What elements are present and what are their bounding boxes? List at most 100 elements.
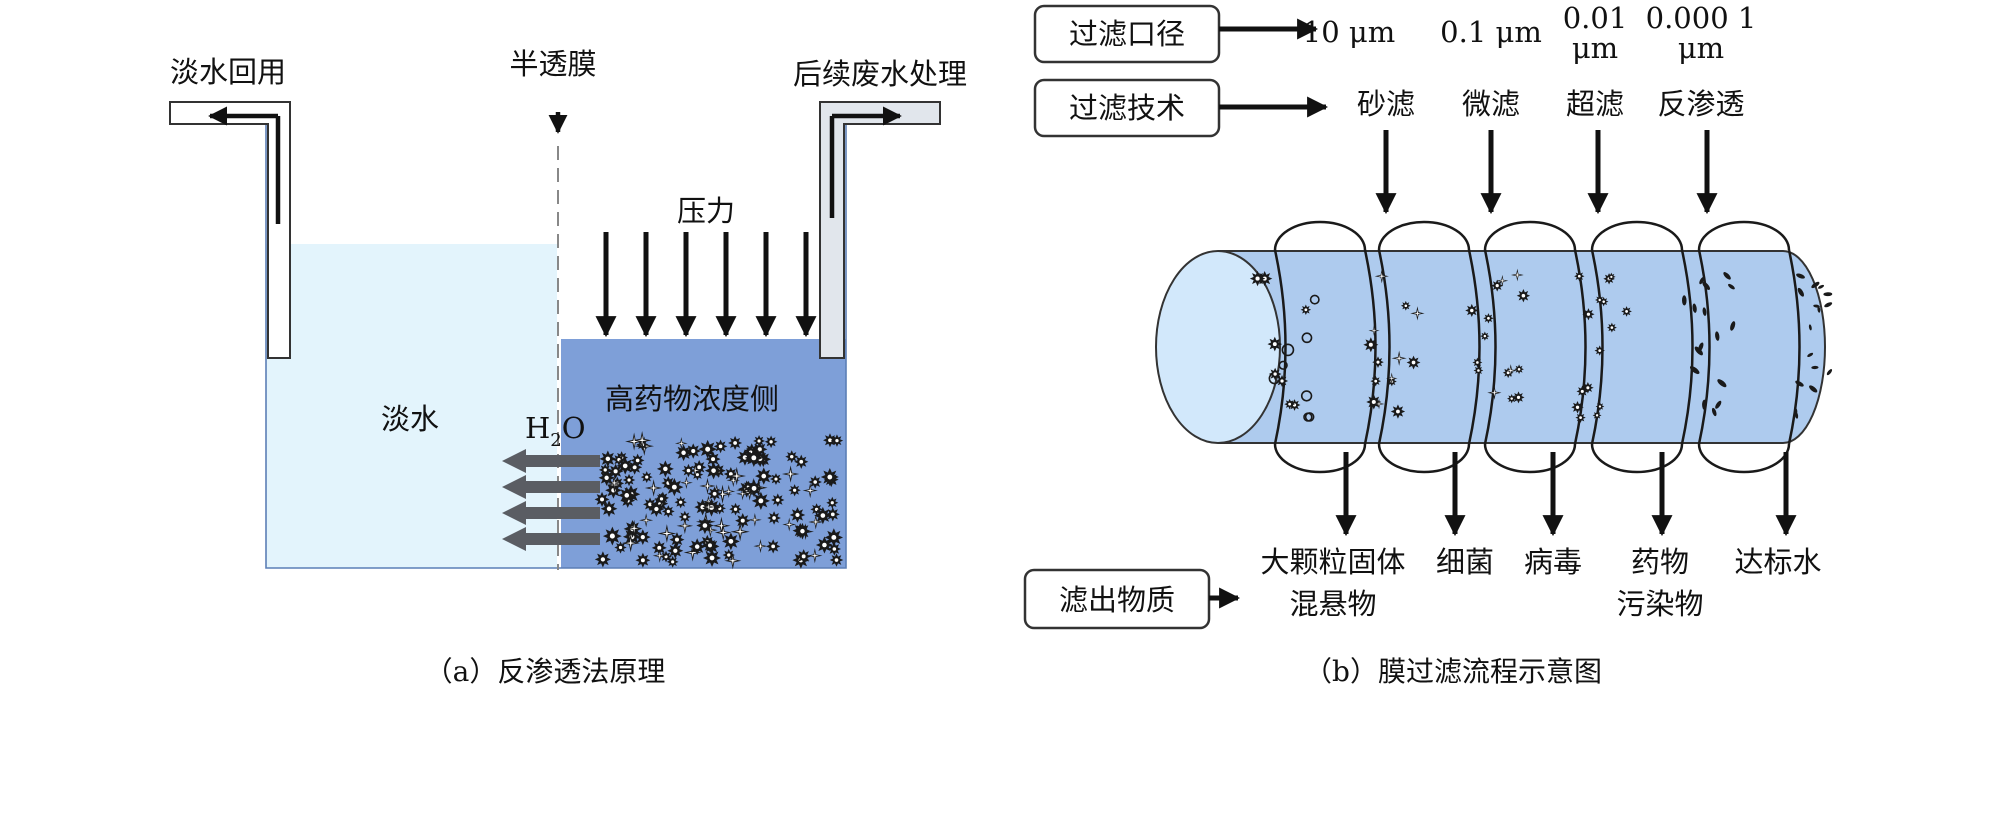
output-drug-line2: 污染物 bbox=[1616, 587, 1703, 621]
output-bacteria: 细菌 bbox=[1436, 545, 1494, 579]
pore-size-3-line2: μm bbox=[1572, 31, 1618, 65]
caption-b: （b）膜过滤流程示意图 bbox=[1304, 655, 1602, 688]
pipe-particle bbox=[1715, 331, 1720, 341]
pipe-particle bbox=[1702, 307, 1707, 316]
drug-particle bbox=[825, 507, 840, 522]
drug-particle bbox=[666, 555, 679, 568]
drug-particle bbox=[622, 473, 636, 487]
tech-sand-filtration: 砂滤 bbox=[1357, 87, 1415, 121]
filter-ring bbox=[1273, 220, 1377, 474]
pipe-particle bbox=[1807, 352, 1814, 358]
pipe-particle bbox=[1268, 367, 1282, 381]
waste-outlet-pipe bbox=[819, 101, 941, 359]
drug-particle bbox=[789, 507, 806, 523]
pipe-particle bbox=[1575, 412, 1586, 423]
pipe-particle bbox=[1249, 270, 1266, 287]
output-large-solids-line1: 大颗粒固体 bbox=[1260, 545, 1405, 579]
pipe-particle bbox=[1514, 364, 1524, 375]
drug-particle bbox=[771, 493, 785, 507]
filter-pipe bbox=[1155, 250, 1826, 444]
pipe-particle bbox=[1472, 357, 1483, 368]
pipe-particle bbox=[1390, 404, 1406, 419]
pipe-particle bbox=[1692, 303, 1697, 313]
pipe-particle bbox=[1824, 302, 1833, 308]
drug-particle bbox=[635, 552, 651, 568]
pipe-particle bbox=[1300, 390, 1313, 402]
pipe-particle bbox=[1730, 321, 1736, 331]
pipe-particle bbox=[1571, 401, 1584, 414]
drug-particle bbox=[735, 513, 751, 529]
filter-ring bbox=[1377, 220, 1481, 474]
fresh-water-label: 淡水 bbox=[381, 402, 439, 436]
drug-particle bbox=[796, 549, 811, 564]
pipe-particle bbox=[1592, 410, 1602, 420]
pipe-particle bbox=[1363, 337, 1379, 353]
drug-particle bbox=[722, 532, 740, 551]
drug-particle bbox=[702, 548, 722, 568]
drug-particle bbox=[674, 496, 687, 509]
drug-particle bbox=[820, 468, 839, 487]
pipe-particle bbox=[1698, 342, 1704, 352]
water-flow-arrow bbox=[502, 449, 600, 473]
pipe-particle bbox=[1483, 313, 1494, 324]
drug-particle bbox=[755, 467, 773, 485]
pipe-particle bbox=[1795, 380, 1804, 387]
output-large-solids-line2: 混悬物 bbox=[1289, 587, 1376, 621]
pore-size-1: 10 μm bbox=[1303, 15, 1395, 49]
pipe-particle bbox=[1406, 355, 1421, 370]
drug-particle bbox=[713, 439, 728, 454]
pipe-particle bbox=[1281, 343, 1295, 357]
panel-a-reverse-osmosis: 半透膜 淡水回用 后续废水处理 压力 淡水 高药物浓度侧 H2O （a）反渗透法… bbox=[169, 47, 967, 688]
pipe-particle bbox=[1689, 366, 1700, 375]
technology-box-label: 过滤技术 bbox=[1069, 91, 1185, 125]
output-drug-line1: 药物 bbox=[1631, 545, 1689, 579]
drug-particle bbox=[599, 450, 617, 468]
pipe-particle bbox=[1480, 331, 1490, 341]
pipe-particle bbox=[1717, 379, 1727, 388]
pipe-particle bbox=[1702, 281, 1711, 290]
drug-particle bbox=[770, 473, 782, 485]
pipe-particle bbox=[1400, 300, 1411, 311]
output-down-arrows bbox=[1335, 452, 1797, 537]
pipe-particle bbox=[1823, 292, 1833, 297]
drug-particle bbox=[794, 454, 809, 469]
drug-particle bbox=[630, 453, 645, 468]
drug-particle bbox=[681, 463, 696, 478]
pipe-particle bbox=[1723, 272, 1731, 280]
pipe-particle bbox=[1621, 306, 1632, 317]
pipe-particle bbox=[1595, 402, 1605, 411]
drug-particle bbox=[830, 434, 844, 447]
drug-particle bbox=[827, 542, 842, 556]
pipe-particle bbox=[1817, 306, 1821, 313]
drug-particle bbox=[704, 461, 723, 480]
drug-particle bbox=[753, 435, 765, 447]
drug-particle bbox=[656, 460, 674, 478]
drug-particle bbox=[667, 542, 684, 559]
pipe-particle bbox=[1512, 391, 1525, 404]
pipe-particle bbox=[1606, 322, 1617, 333]
water-flow-arrow bbox=[502, 527, 600, 551]
drug-particle bbox=[618, 486, 636, 504]
pipe-particle bbox=[1301, 332, 1313, 344]
subsequent-treatment-label: 后续废水处理 bbox=[793, 57, 967, 91]
pipe-contaminant-particles bbox=[1249, 268, 1833, 423]
output-compliant-water: 达标水 bbox=[1734, 545, 1821, 579]
tech-reverse-osmosis: 反渗透 bbox=[1657, 87, 1744, 121]
pipe-particle bbox=[1595, 295, 1605, 305]
pipe-particle bbox=[1607, 272, 1616, 282]
drug-particle bbox=[829, 553, 844, 567]
pipe-particle bbox=[1813, 304, 1820, 308]
drug-particle bbox=[688, 538, 706, 556]
drug-particle bbox=[702, 537, 718, 553]
pipe-particle bbox=[1808, 324, 1812, 331]
output-box-label: 滤出物质 bbox=[1059, 583, 1175, 617]
panel-b-membrane-filtration: 过滤口径 过滤技术 10 μm 0.1 μm 0.01 μm 0.000 1 μ… bbox=[1023, 1, 1833, 688]
pipe-particle bbox=[1728, 283, 1735, 290]
tech-microfiltration: 微滤 bbox=[1462, 87, 1520, 121]
pipe-particle bbox=[1826, 369, 1833, 376]
drug-particle bbox=[722, 548, 735, 562]
pore-size-3-line1: 0.01 bbox=[1563, 1, 1628, 35]
pipe-particle bbox=[1702, 399, 1707, 410]
drug-particle bbox=[594, 551, 611, 568]
